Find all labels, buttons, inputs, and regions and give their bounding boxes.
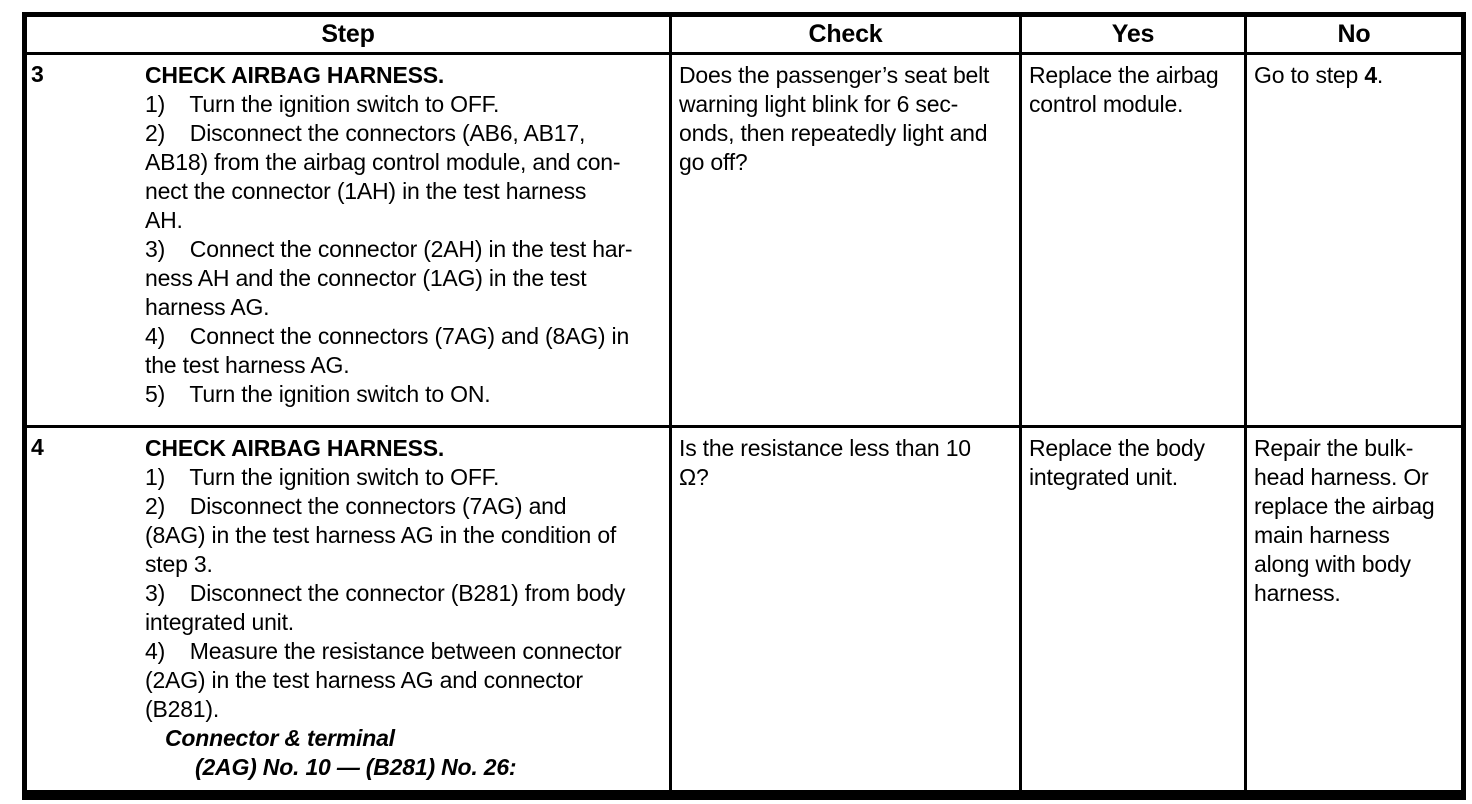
table-row-step3-check-cell: Does the passenger’s seat belt warning l… <box>672 55 1022 428</box>
step-instructions: 1) Turn the ignition switch to OFF. 2) D… <box>145 464 626 722</box>
step-body: CHECK AIRBAG HARNESS. 1) Turn the igniti… <box>145 434 667 782</box>
table-row-step3-step-cell: 3 CHECK AIRBAG HARNESS. 1) Turn the igni… <box>27 55 672 428</box>
step-body: CHECK AIRBAG HARNESS. 1) Turn the igniti… <box>145 61 667 409</box>
step-number: 3 <box>31 61 44 87</box>
column-header-no: No <box>1247 17 1461 55</box>
column-header-yes-label: Yes <box>1111 20 1155 48</box>
column-header-step: Step <box>27 17 672 55</box>
table-row-step4-yes-cell: Replace the body integrated unit. <box>1022 428 1247 790</box>
table-row-step3-no-cell: Go to step 4. <box>1247 55 1461 428</box>
table-row-step3-yes-cell: Replace the airbag control module. <box>1022 55 1247 428</box>
step-reference: 4 <box>1364 62 1377 88</box>
connector-terminal-spec: (2AG) No. 10 — (B281) No. 26: <box>195 754 517 780</box>
diagnostic-procedure-table: Step Check Yes No 3 CHECK AIRBAG HARNESS… <box>22 12 1466 800</box>
column-header-check-label: Check <box>808 20 883 48</box>
table-row-step4-step-cell: 4 CHECK AIRBAG HARNESS. 1) Turn the igni… <box>27 428 672 790</box>
column-header-no-label: No <box>1337 20 1371 48</box>
no-action-text-suffix: . <box>1376 62 1384 88</box>
connector-terminal-heading: Connector & terminal <box>165 725 395 751</box>
no-action-text: Go to step <box>1254 62 1365 88</box>
column-header-check: Check <box>672 17 1022 55</box>
table-row-step4-check-cell: Is the resistance less than 10 Ω? <box>672 428 1022 790</box>
step-instructions: 1) Turn the ignition switch to OFF. 2) D… <box>145 91 633 407</box>
column-header-yes: Yes <box>1022 17 1247 55</box>
column-header-step-label: Step <box>321 20 375 48</box>
step-number: 4 <box>31 434 44 460</box>
step-title: CHECK AIRBAG HARNESS. <box>145 435 445 461</box>
step-title: CHECK AIRBAG HARNESS. <box>145 62 445 88</box>
table-row-step4-no-cell: Repair the bulk- head harness. Or replac… <box>1247 428 1461 790</box>
